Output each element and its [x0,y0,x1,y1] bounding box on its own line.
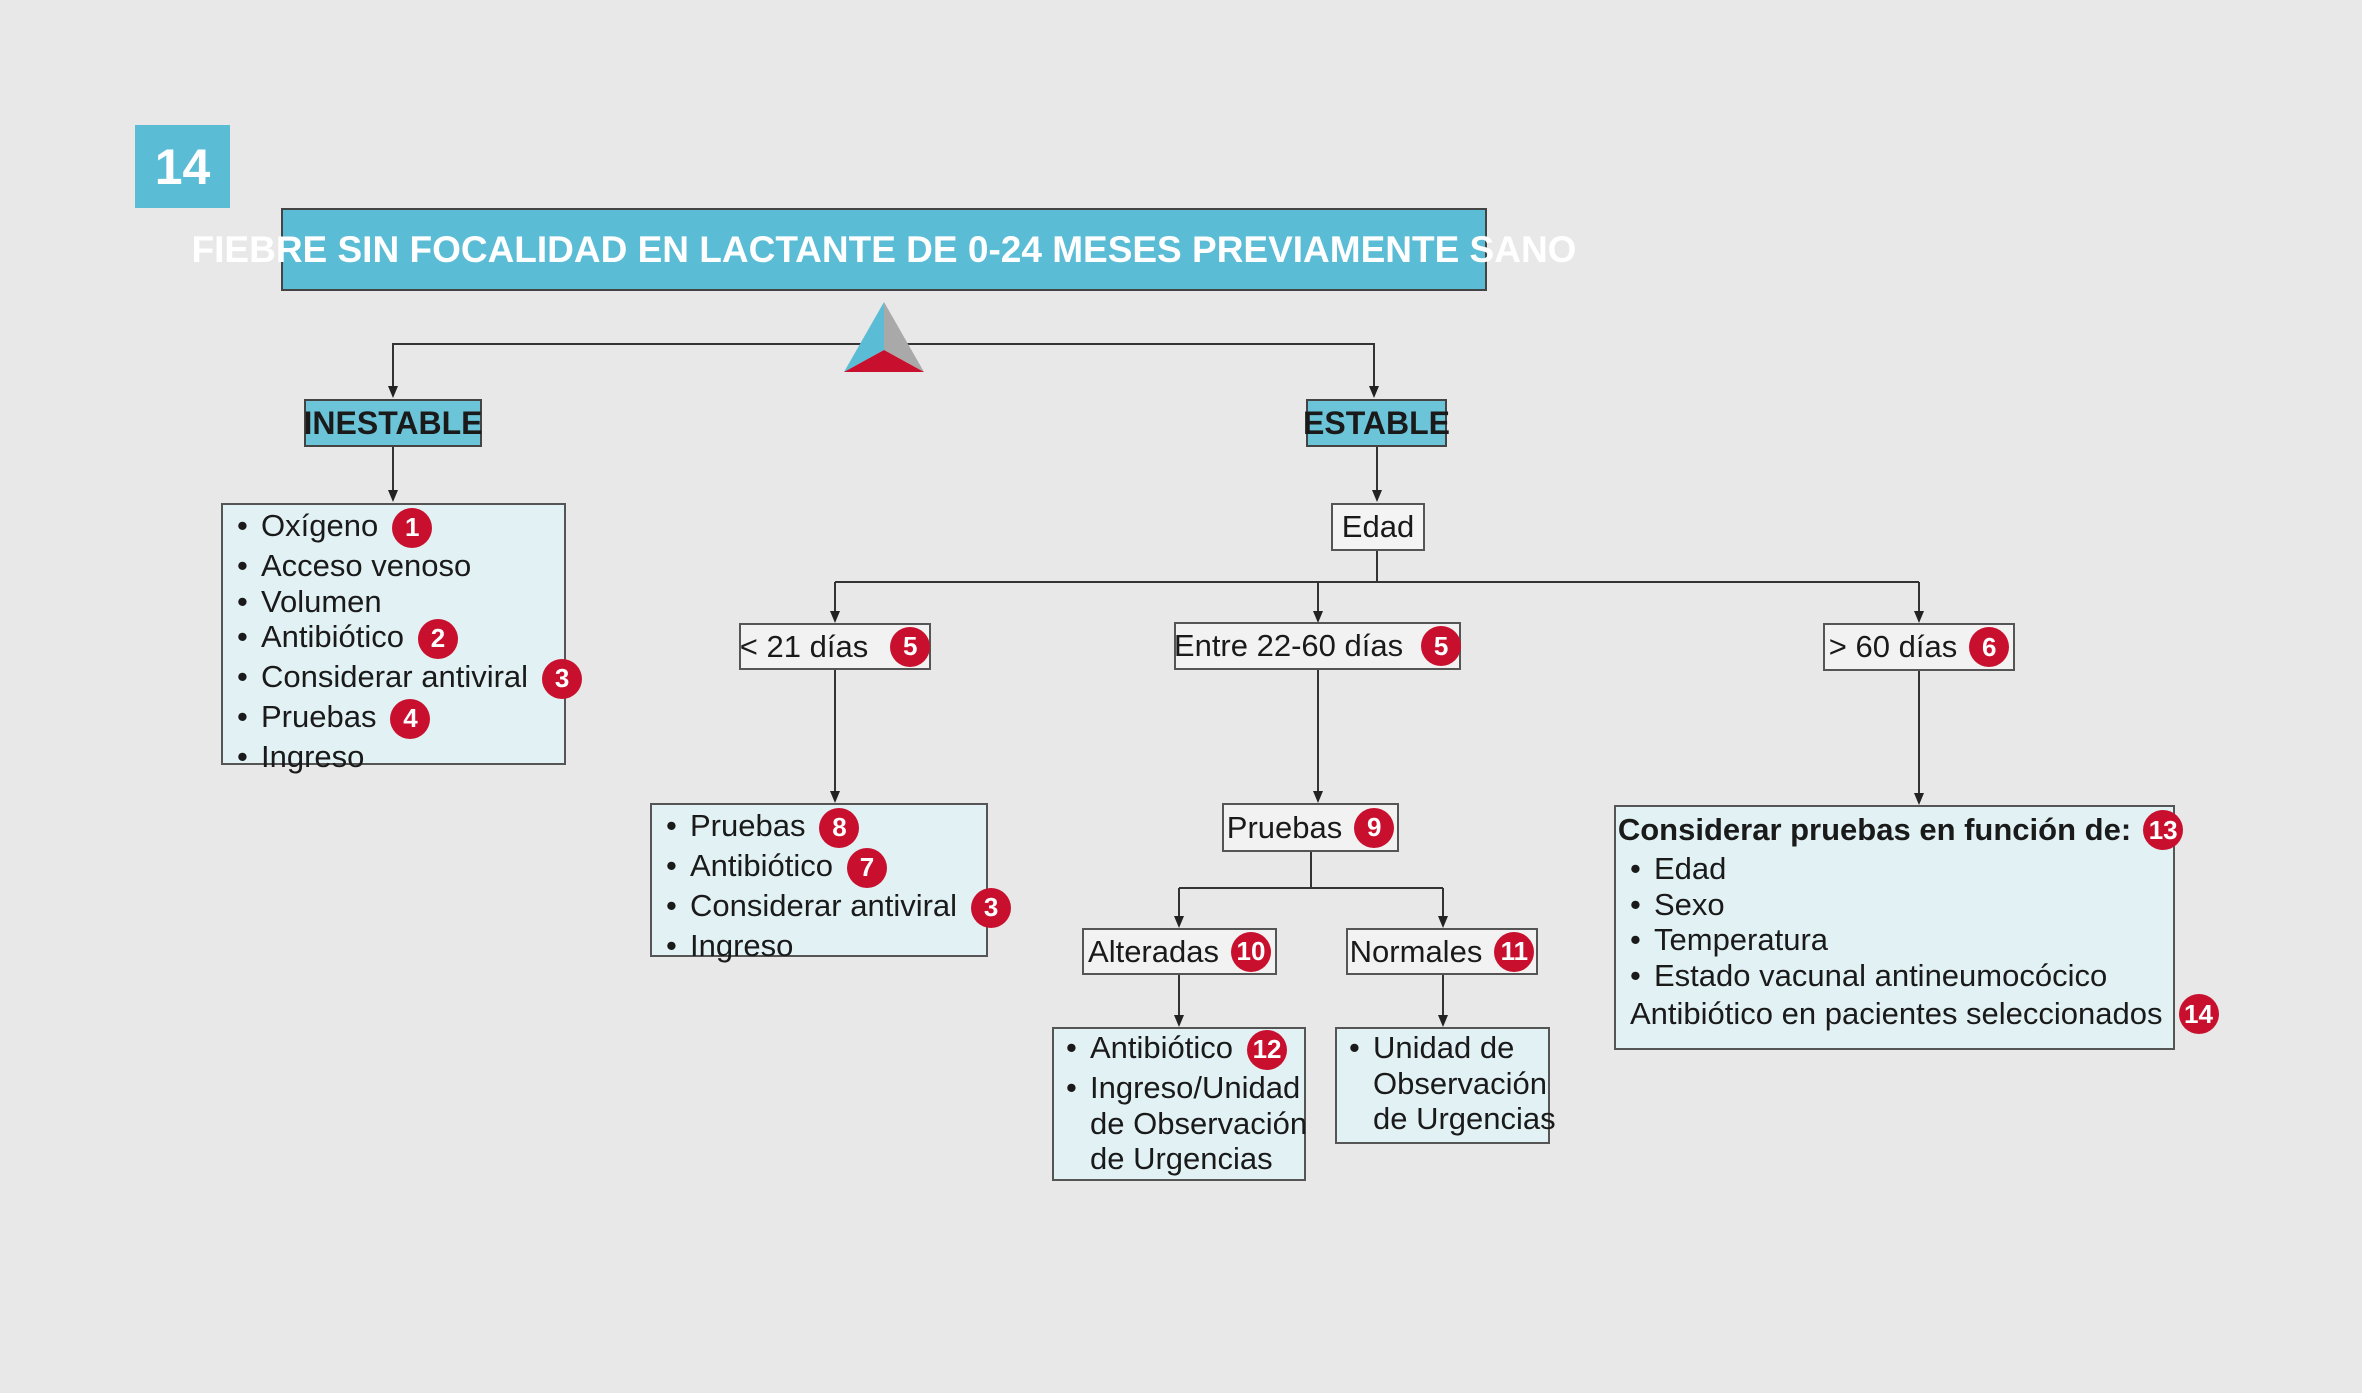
list-item-text: Volumen [261,583,382,619]
list-item: Estado vacunal antineumocócico [1628,958,2173,994]
tests-badge: 9 [1354,807,1395,848]
list-item-text: Estado vacunal antineumocócico [1654,957,2108,993]
logo-icon [844,302,924,372]
altered-node: Alteradas 10 [1082,928,1277,975]
list-item: Ingreso/Unidad [1064,1070,1304,1106]
list-item: Edad [1628,851,2173,887]
list-item: de Urgencias [1347,1101,1556,1137]
unstable-header: INESTABLE [304,399,482,447]
list-item-text: Temperatura [1654,922,1829,957]
unstable-list: Oxígeno 1Acceso venosoVolumenAntibiótico 2… [235,508,583,775]
stable-header: ESTABLE [1303,399,1450,447]
list-item-text: Sexo [1654,886,1725,922]
normal-badge: 11 [1494,931,1535,972]
age-gt60-badge: 6 [1969,627,2010,667]
gt60-list: EdadSexoTemperaturaEstado vacunal antine… [1628,851,2173,993]
age-gt60-label: > 60 días [1828,629,1958,664]
list-item-text: Antibiótico [690,848,834,884]
figure-number: 14 [135,125,230,208]
list-item: Volumen [235,584,564,620]
note-badge: 8 [819,808,860,848]
diagram-title: FIEBRE SIN FOCALIDAD EN LACTANTE DE 0-24… [192,208,1576,291]
list-item: Pruebas 4 [235,699,564,739]
age-node: Edad [1331,503,1425,551]
list-item-text: Antibiótico [1090,1030,1234,1066]
note-badge: 12 [1247,1030,1288,1070]
list-item: Considerar antiviral 3 [664,888,1012,928]
note-badge: 4 [390,699,431,739]
note-badge: 2 [418,619,459,659]
list-item-text: Observación [1373,1065,1548,1101]
age-lt21-label: < 21 días [739,628,869,664]
list-item: Considerar antiviral 3 [235,659,583,699]
note-badge: 3 [971,888,1012,928]
list-item-text: de Urgencias [1373,1101,1556,1136]
list-item-text: Acceso venoso [261,548,472,583]
altered-label: Alteradas [1088,933,1219,969]
list-item-text: Ingreso/Unidad [1090,1070,1301,1105]
normal-label: Normales [1349,933,1483,969]
list-item: Unidad de [1347,1030,1548,1066]
age-lt21-node: < 21 días 5 [739,623,931,670]
note-badge: 7 [847,848,888,888]
note-badge: 1 [392,508,433,548]
list-item-text: Edad [1654,851,1727,886]
list-item: Temperatura [1628,922,2173,958]
list-item: Antibiótico 12 [1064,1030,1304,1070]
list-item-text: Considerar antiviral [261,659,529,695]
list-item: Antibiótico 2 [235,619,564,659]
list-item-text: Ingreso [690,928,794,963]
gt60-footer: Antibiótico en pacientes seleccionados 1… [1628,993,2219,1035]
gt60-heading-badge: 13 [2143,810,2184,850]
list-item: de Urgencias [1064,1141,1304,1177]
altered-badge: 10 [1230,931,1271,972]
list-item: Pruebas 8 [664,808,986,848]
list-item-text: de Observación [1090,1105,1308,1141]
list-item: Antibiótico 7 [664,848,986,888]
lt21-box: Pruebas 8Antibiótico 7Considerar antiviral… [650,803,1012,963]
lt21-list: Pruebas 8Antibiótico 7Considerar antiviral… [664,808,1012,964]
gt60-heading: Considerar pruebas en función de: 13 [1618,810,2184,850]
list-item: Observación [1347,1066,1548,1102]
unstable-box: Oxígeno 1Acceso venosoVolumenAntibiótico 2… [221,503,583,774]
age-gt60-node: > 60 días 6 [1823,623,2015,671]
list-item-text: Oxígeno [261,508,379,544]
gt60-heading-text: Considerar pruebas en función de: [1617,812,2132,847]
list-item-text: Antibiótico [261,619,405,655]
tests-label: Pruebas [1226,809,1343,845]
list-item-text: Considerar antiviral [690,888,958,924]
note-badge: 3 [542,659,583,699]
list-item: de Observación [1064,1105,1308,1142]
list-item: Acceso venoso [235,548,564,584]
list-item: Ingreso [664,928,986,964]
age-22-60-node: Entre 22-60 días 5 [1173,622,1462,670]
list-item: Ingreso [235,739,564,775]
gt60-footer-text: Antibiótico en pacientes seleccionados [1630,996,2163,1031]
gt60-box: Considerar pruebas en función de: 13 Eda… [1614,805,2219,1050]
age-22-60-badge: 5 [1421,626,1462,666]
normal-node: Normales 11 [1346,928,1538,975]
list-item-text: Pruebas [690,808,806,844]
list-item-text: Ingreso [261,739,365,774]
list-item: Oxígeno 1 [235,508,564,548]
list-item-text: Unidad de [1373,1030,1515,1065]
list-item-text: Pruebas [261,699,377,735]
age-lt21-badge: 5 [890,626,931,667]
tests-node: Pruebas 9 [1222,803,1399,852]
list-item: Sexo [1628,887,2173,923]
gt60-footer-badge: 14 [2178,994,2219,1034]
list-item-text: de Urgencias [1090,1141,1273,1176]
age-22-60-label: Entre 22-60 días [1173,628,1404,663]
